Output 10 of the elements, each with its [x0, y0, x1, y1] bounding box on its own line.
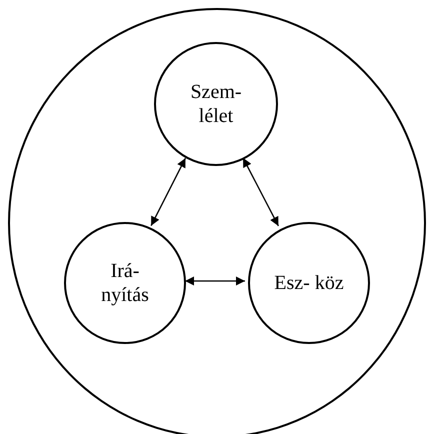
- node-label: Irá- nyítás: [100, 259, 150, 307]
- circle-node: [154, 42, 278, 166]
- node-label: Szem- lélet: [189, 80, 243, 128]
- arrow: [242, 158, 279, 226]
- arrow: [185, 276, 245, 286]
- circle-node: [64, 222, 186, 344]
- circle-outline: [8, 8, 426, 434]
- arrow: [150, 158, 186, 226]
- node-label: Esz- köz: [273, 271, 345, 295]
- circle-node: [248, 222, 370, 344]
